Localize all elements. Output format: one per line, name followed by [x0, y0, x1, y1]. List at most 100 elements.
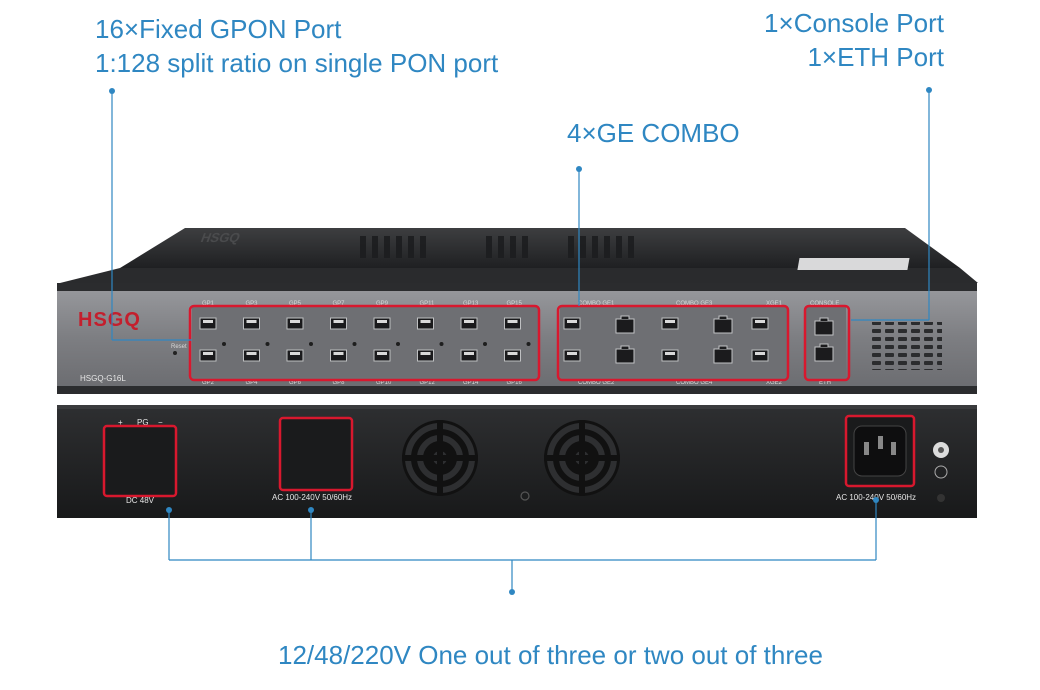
combo-sfp-port[interactable] [563, 349, 581, 362]
console-label: CONSOLE [810, 301, 839, 307]
top-vent-middle [486, 236, 528, 258]
pon-label-top: GP7 [333, 301, 346, 307]
console-highlight-box [803, 304, 851, 382]
dc-polarity-minus: − [158, 418, 163, 427]
pon-label-top: GP9 [376, 301, 389, 307]
console-callout-line2: 1×ETH Port [807, 42, 944, 72]
pon-port-gp3[interactable] [243, 317, 260, 330]
pon-label-top: GP5 [289, 301, 302, 307]
combo-label-top: COMBO GE3 [676, 301, 713, 307]
pon-label-bottom: GP12 [420, 380, 436, 386]
pon-led [439, 342, 444, 346]
console-port[interactable] [814, 317, 834, 336]
top-logo: HSGQ [199, 230, 243, 245]
ground-symbol-icon [934, 465, 948, 479]
pon-port-gp9[interactable] [373, 317, 391, 330]
pon-led [222, 342, 226, 346]
combo-leader-line [576, 166, 582, 306]
combo-rj45-port[interactable] [615, 345, 635, 364]
pon-led [396, 342, 400, 346]
pon-label-bottom: GP4 [246, 380, 259, 386]
dc-polarity-pg: PG [137, 418, 149, 427]
console-callout-line1: 1×Console Port [764, 8, 944, 38]
pon-led [352, 342, 357, 346]
dc-polarity-plus: + [118, 418, 123, 427]
model-label: HSGQ-G16L [80, 374, 126, 383]
ac-label-left: AC 100-240V 50/60Hz [272, 493, 352, 502]
combo-label-bottom: COMBO GE4 [676, 380, 713, 386]
gpon-callout-line2: 1:128 split ratio on single PON port [95, 48, 499, 78]
combo-sfp-port[interactable] [661, 349, 679, 362]
pon-highlight-box [188, 304, 541, 382]
pon-port-gp14[interactable] [460, 349, 478, 362]
front-vent-grille [870, 322, 942, 370]
eth-port[interactable] [814, 343, 834, 362]
combo-rj45-port[interactable] [713, 345, 733, 364]
power-callout: 12/48/220V One out of three or two out o… [278, 640, 823, 670]
combo-sfp-port[interactable] [751, 317, 769, 330]
combo-sfp-port[interactable] [661, 317, 679, 330]
dc-label: DC 48V [126, 496, 155, 505]
pon-label-bottom: GP16 [507, 380, 523, 386]
pon-label-bottom: GP2 [202, 380, 215, 386]
pon-led [265, 342, 270, 346]
pon-port-gp2[interactable] [199, 349, 217, 362]
pon-port-gp6[interactable] [286, 349, 304, 362]
fan-right [544, 420, 620, 496]
rear-screw [520, 491, 530, 501]
combo-sfp-port[interactable] [751, 349, 769, 362]
pon-label-bottom: GP14 [463, 380, 479, 386]
combo-label-top: COMBO GE1 [578, 301, 615, 307]
pon-port-gp10[interactable] [373, 349, 391, 362]
pon-label-top: GP13 [463, 301, 479, 307]
combo-label-bottom: COMBO GE2 [578, 380, 615, 386]
pon-port-gp13[interactable] [460, 317, 478, 330]
chassis-top-cover [120, 228, 960, 268]
fan-left [402, 420, 478, 496]
pon-label-top: GP11 [420, 301, 436, 307]
combo-callout: 4×GE COMBO [567, 118, 740, 148]
console-eth-block: CONSOLE ETH [806, 301, 846, 386]
reset-button[interactable] [173, 351, 177, 355]
top-vent-right [568, 236, 634, 258]
pon-led [483, 342, 487, 346]
pon-label-bottom: GP8 [333, 380, 346, 386]
brand-logo: HSGQ [78, 309, 141, 331]
top-vent-left [360, 236, 426, 258]
pon-port-gp4[interactable] [243, 349, 260, 362]
pon-port-gp12[interactable] [417, 349, 434, 362]
combo-rj45-port[interactable] [615, 315, 635, 334]
reset-label: Reset [171, 344, 187, 350]
pon-label-top: GP15 [507, 301, 523, 307]
power-leader-lines [166, 497, 879, 595]
pon-label-bottom: GP6 [289, 380, 302, 386]
pon-port-gp8[interactable] [330, 349, 347, 362]
combo-label-bottom: XGE2 [766, 380, 783, 386]
combo-rj45-port[interactable] [713, 315, 733, 334]
combo-highlight-box [556, 304, 790, 382]
eth-label: ETH [819, 380, 831, 386]
gpon-leader-line [109, 88, 192, 341]
pon-port-gp1[interactable] [199, 317, 217, 330]
combo-sfp-port[interactable] [563, 317, 581, 330]
console-leader-line [851, 87, 932, 321]
rear-panel [57, 405, 977, 518]
combo-label-top: XGE1 [766, 301, 783, 307]
pon-led [309, 342, 313, 346]
ac-power-slot-left [278, 416, 354, 492]
pon-port-gp7[interactable] [330, 317, 347, 330]
pon-label-top: GP3 [246, 301, 259, 307]
pon-label-top: GP1 [202, 301, 215, 307]
pon-label-bottom: GP10 [376, 380, 392, 386]
pon-port-gp5[interactable] [286, 317, 304, 330]
pon-port-gp15[interactable] [504, 317, 521, 330]
dc-power-slot [102, 424, 178, 498]
pon-port-gp16[interactable] [504, 349, 521, 362]
pon-led [526, 342, 531, 346]
gpon-callout-line1: 16×Fixed GPON Port [95, 14, 342, 44]
pon-port-gp11[interactable] [417, 317, 434, 330]
top-sticker [797, 258, 910, 270]
